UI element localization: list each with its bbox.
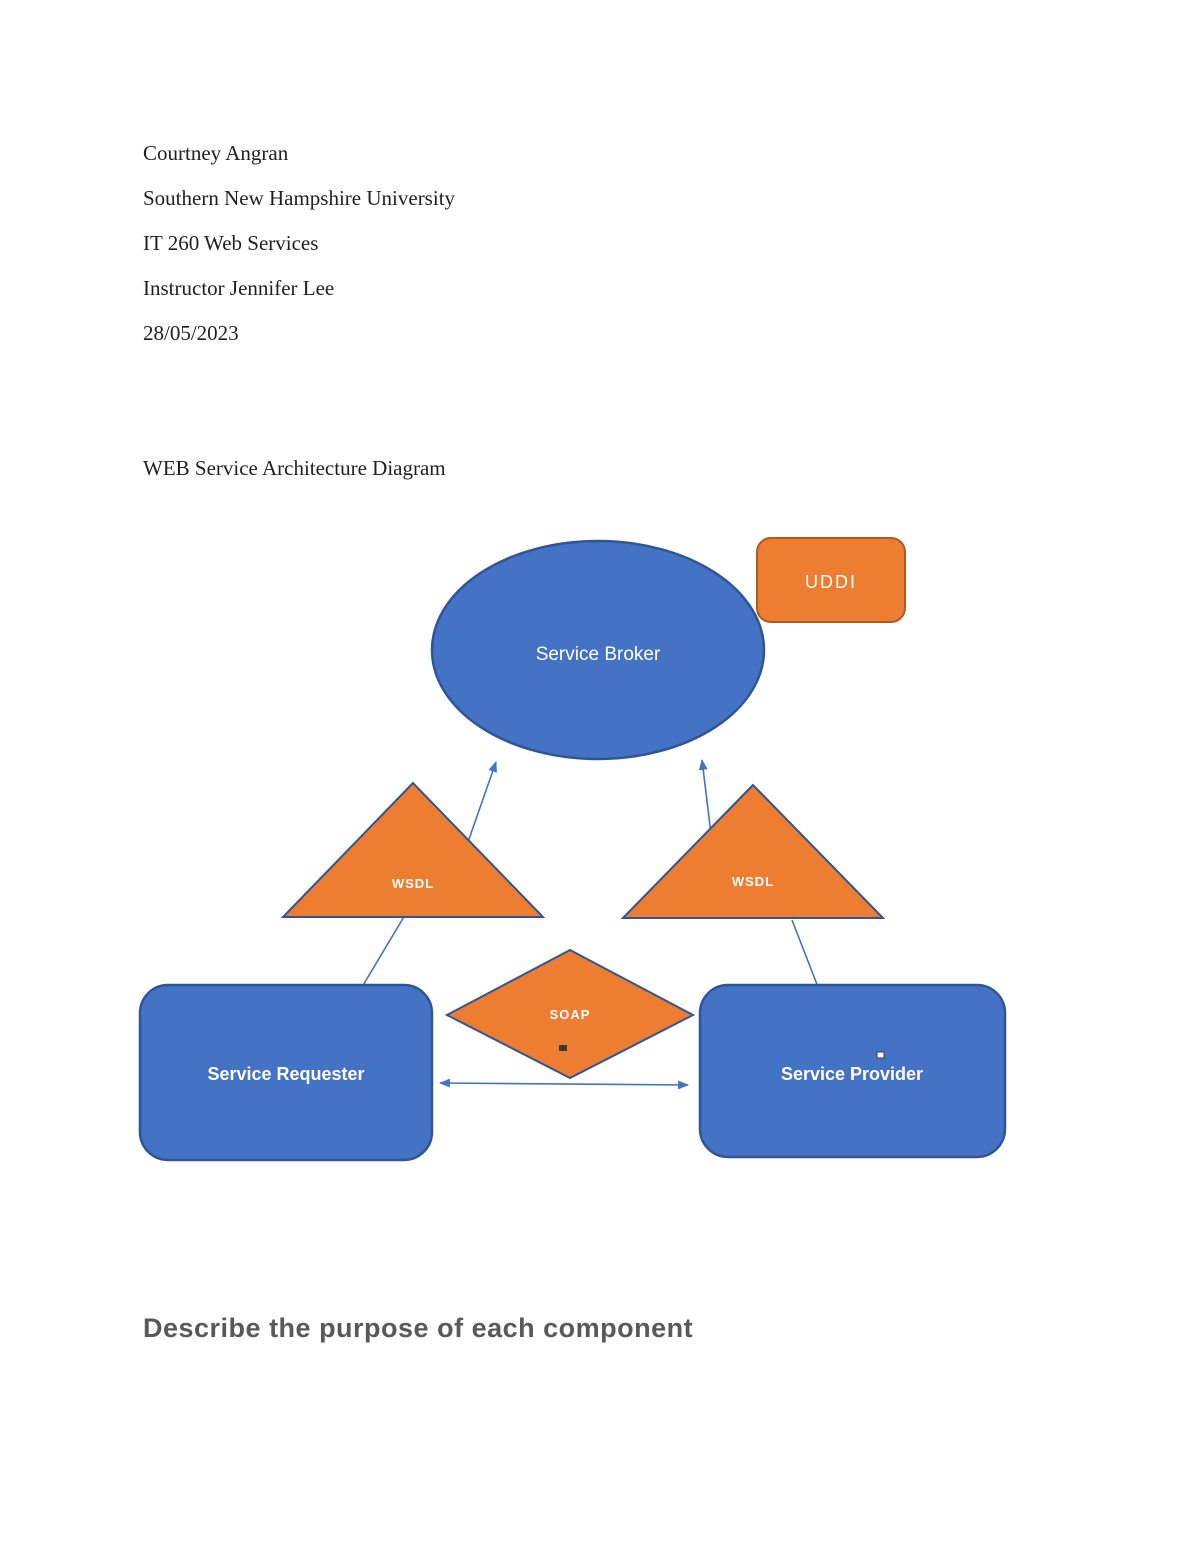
document-header: Courtney Angran Southern New Hampshire U… bbox=[143, 143, 455, 368]
service-provider-shape bbox=[700, 985, 1005, 1157]
wsdl-right-border bbox=[620, 783, 886, 919]
soap-label: SOAP bbox=[550, 1007, 591, 1022]
wsdl-left-border bbox=[280, 781, 546, 918]
service-requester-label: Service Requester bbox=[207, 1064, 364, 1084]
uddi-label: UDDI bbox=[805, 572, 857, 592]
section-heading: Describe the purpose of each component bbox=[143, 1313, 694, 1343]
stray-mark bbox=[876, 1051, 885, 1059]
service-broker-shape bbox=[432, 541, 764, 759]
author-line: Courtney Angran bbox=[143, 141, 289, 165]
service-requester-border bbox=[138, 983, 434, 1162]
wsdl-left-shape bbox=[283, 783, 543, 917]
wsdl-right-shape bbox=[623, 785, 883, 918]
web-service-architecture-diagram: Service Broker UDDI WSDL WSDL SOAP Servi… bbox=[138, 537, 1007, 1162]
service-provider-border bbox=[698, 983, 1007, 1159]
wsdl-left-to-broker-arrow bbox=[467, 760, 497, 843]
university-line: Southern New Hampshire University bbox=[143, 186, 456, 210]
wsdl-right-label: WSDL bbox=[732, 874, 774, 889]
requester-to-wsdl-connector bbox=[361, 909, 409, 988]
service-requester-shape bbox=[140, 985, 432, 1160]
wsdl-left-label: WSDL bbox=[392, 876, 434, 891]
instructor-line: Instructor Jennifer Lee bbox=[143, 276, 335, 300]
uddi-shape bbox=[757, 538, 905, 622]
course-line: IT 260 Web Services bbox=[143, 231, 319, 255]
service-provider-label: Service Provider bbox=[781, 1064, 923, 1084]
uddi-border bbox=[756, 537, 906, 623]
soap-border bbox=[444, 948, 696, 1080]
service-broker-border bbox=[430, 539, 766, 761]
diagram-title: WEB Service Architecture Diagram bbox=[143, 456, 446, 480]
stray-mark bbox=[559, 1045, 567, 1051]
date-line: 28/05/2023 bbox=[143, 321, 239, 345]
service-broker-label: Service Broker bbox=[536, 644, 661, 665]
requester-provider-arrow bbox=[438, 1078, 690, 1090]
wsdl-to-provider-connector bbox=[791, 919, 819, 988]
